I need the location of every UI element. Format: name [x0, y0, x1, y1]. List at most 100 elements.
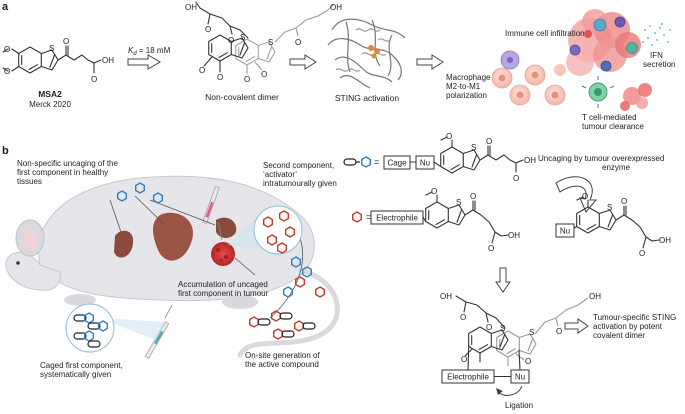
dimer-b-o-4: O — [461, 355, 467, 364]
tcell-label-2: tumour clearance — [582, 122, 644, 131]
dimer-b-oh-2: OH — [589, 292, 601, 301]
nu-label-right: Nu — [560, 227, 570, 236]
legend-equals-2: = — [366, 212, 371, 222]
nu-box-right — [555, 223, 575, 238]
dimer-o-atom-4: O — [217, 73, 223, 82]
electrophile-compound-structure — [422, 191, 509, 244]
dimer-oh-atom-2: OH — [330, 3, 342, 12]
uncaged-o-atom-3: O — [639, 249, 645, 258]
uncaged-s-atom: S — [607, 203, 612, 212]
caged-oh-group: OH — [524, 156, 536, 165]
down-arrow — [495, 267, 511, 293]
dimer-b-o-5: O — [525, 357, 531, 366]
dimer-s-atom-2: S — [268, 38, 273, 47]
legend-red-symbol — [352, 211, 362, 223]
sting-protein — [327, 18, 406, 89]
dimer-b-o-1: O — [460, 313, 466, 322]
macrophage-label-2: M2-to-M1 — [446, 82, 481, 91]
nu-label-top: Nu — [420, 159, 430, 168]
electrophile-s-atom: S — [456, 198, 461, 207]
second-label-3: intratumourally given — [263, 179, 337, 188]
specific-label-1: Tumour-specific STING — [593, 313, 676, 322]
legend-blue-symbol — [343, 156, 371, 168]
accum-label-2: first component in tumour — [178, 289, 269, 298]
macrophage-label-3: polarization — [446, 91, 487, 100]
specific-label-2: activation by potent — [593, 322, 663, 331]
second-component-bubble — [228, 205, 303, 255]
dimer-o-atom-5: O — [199, 66, 205, 75]
dimer-to-sting-arrow — [289, 54, 317, 70]
nonspecific-label-2: first component in healthy — [17, 168, 108, 177]
caged-o-atom-1: O — [446, 132, 452, 141]
msa2-oh-group: OH — [102, 56, 114, 65]
msa2-structure — [2, 45, 102, 74]
dimer-b-o-2: O — [486, 323, 492, 332]
dimer-o-atom-2: O — [205, 25, 211, 34]
nu-label-dimer: Nu — [515, 373, 525, 382]
mouse-illustration — [5, 175, 340, 358]
second-label-1: Second component, — [263, 161, 334, 170]
msa2-name: MSA2 — [38, 89, 62, 99]
sting-to-immune-arrow — [416, 54, 444, 70]
leader-lines — [109, 195, 304, 319]
caged-s-atom: S — [471, 143, 476, 152]
msa2-o-atom-2: O — [4, 67, 10, 76]
nonspecific-label-1: Non-specific uncaging of the — [17, 159, 119, 168]
onsite-label-2: the active compound — [245, 360, 319, 369]
electrophile-o-atom-1: O — [431, 187, 437, 196]
msa2-o-atom-3: O — [63, 37, 69, 46]
msa2-source: Merck 2020 — [29, 100, 71, 109]
second-label-2: ‘activator’ — [263, 170, 297, 179]
uncaged-oh-group: OH — [659, 236, 671, 245]
caged-o-atom-2: O — [486, 137, 492, 146]
kd-arrow — [127, 54, 161, 70]
msa2-s-atom: S — [49, 44, 54, 53]
uncaged-o-atom-2: O — [621, 197, 627, 206]
kd-label: Kd = 18 mM — [128, 46, 171, 57]
syringe-top — [202, 186, 223, 241]
dimer-o-atom-7: O — [261, 70, 267, 79]
caged-o-atom-3: O — [513, 174, 519, 183]
uncaging-label-2: enzyme — [602, 163, 631, 172]
dimer-oh-atom-1: OH — [185, 3, 197, 12]
caged-label-2: systematically given — [40, 370, 111, 379]
sting-ligand — [368, 45, 380, 59]
msa2-o-atom-4: O — [91, 75, 97, 84]
covalent-dimer-structure — [455, 295, 589, 371]
dimer-o-atom-1: O — [228, 36, 234, 45]
macrophage-cells — [491, 50, 566, 106]
ifn-dots — [642, 23, 671, 46]
caged-label-1: Caged first component, — [40, 361, 123, 370]
dimer-b-oh-1: OH — [440, 292, 452, 301]
legend-equals-1: = — [374, 157, 379, 167]
specific-label-3: covalent dimer — [593, 331, 645, 340]
nonspecific-label-3: tissues — [17, 177, 42, 186]
dimer-structure — [195, 1, 335, 74]
ifn-label-2: secretion — [643, 60, 675, 69]
electrophile-o-atom-2: O — [470, 192, 476, 201]
caged-bubble — [65, 303, 165, 353]
dimer-o-atom-6: O — [244, 75, 250, 84]
ligation-label: Ligation — [505, 401, 533, 410]
msa2-o-atom-1: O — [4, 45, 10, 54]
uncaging-arrow — [555, 176, 598, 213]
onsite-label-1: On-site generation of — [245, 351, 320, 360]
electrophile-label: Electrophile — [376, 214, 418, 223]
sting-caption: STING activation — [335, 93, 400, 103]
electrophile-o-atom-3: O — [488, 244, 494, 253]
dimer-o-atom-3: O — [295, 38, 301, 47]
tcell-label-1: T cell-mediated — [582, 113, 637, 122]
uncaged-o-atom-1: O — [582, 192, 588, 201]
ligation-arrow-head — [496, 388, 503, 395]
organs — [114, 212, 237, 261]
uncaged-compound-structure — [573, 196, 660, 249]
dimer-b-s-1: S — [500, 324, 505, 333]
tcell-cluster — [581, 76, 652, 111]
onsite-compounds — [248, 310, 316, 340]
dimer-b-s-2: S — [529, 328, 534, 337]
dimer-b-o-3: O — [556, 327, 562, 336]
immune-cells — [569, 16, 638, 72]
immune-label: Immune cell infiltration — [505, 29, 585, 38]
cage-label: Cage — [387, 159, 407, 168]
